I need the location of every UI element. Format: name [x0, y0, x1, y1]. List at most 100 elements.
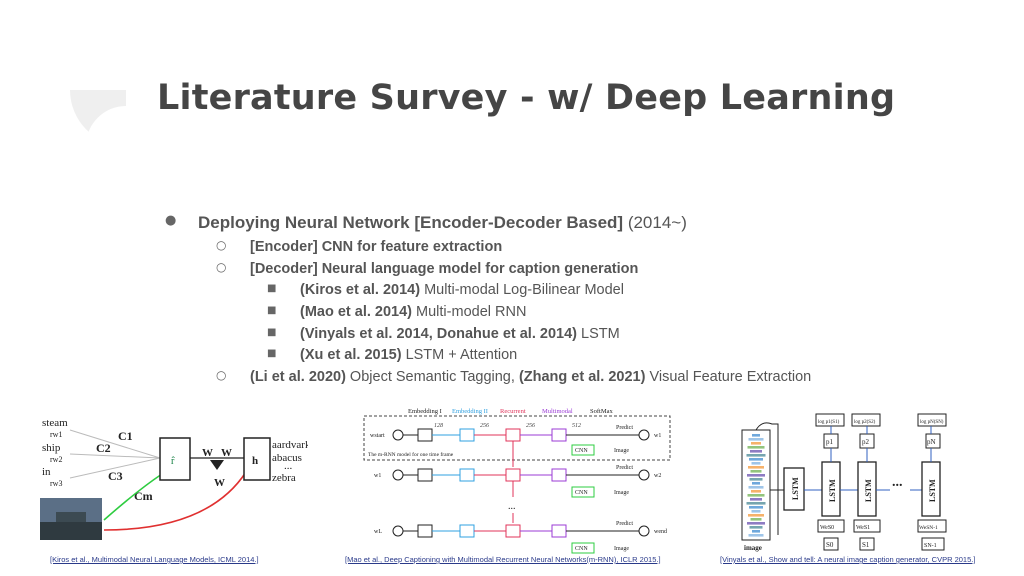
bullet-1-3-rest-2: Visual Feature Extraction	[645, 369, 812, 385]
cnn-feature-stripe	[750, 518, 762, 521]
p-label: p1	[826, 438, 834, 446]
bullet-1-2-2: (Mao et al. 2014) Multi-model RNN	[300, 304, 526, 320]
bullet-1-1: [Encoder] CNN for feature extraction	[250, 239, 502, 255]
input-word: w1	[374, 473, 381, 479]
predict-label: Predict	[616, 425, 633, 431]
output-word: w1	[654, 433, 661, 439]
c-label: C3	[108, 469, 123, 483]
bullet-1-3: (Li et al. 2020) Object Semantic Tagging…	[250, 369, 811, 385]
mrnn-row: w1 Predict w2 CNN Image	[374, 465, 661, 498]
predict-label: Predict	[616, 521, 633, 527]
p-label: pN	[927, 438, 936, 446]
bullet-1-3-bold-1: (Li et al. 2020)	[250, 369, 346, 385]
one-time-frame-box	[363, 415, 671, 461]
word-vector-label: rw2	[50, 455, 62, 464]
log-prob-label: log p1(S1)	[818, 420, 840, 425]
r-hat-box	[159, 437, 191, 481]
predict-label: Predict	[616, 465, 633, 471]
c-label: Cm	[134, 489, 153, 503]
cnn-feature-stripe	[751, 462, 761, 465]
legend-label: Recurrent	[500, 408, 526, 415]
cnn-feature-stripe	[752, 530, 760, 533]
bullet-marker: ○	[216, 368, 227, 382]
cnn-label: CNN	[575, 490, 588, 496]
input-word: wstart	[370, 433, 385, 439]
cnn-label: CNN	[575, 448, 588, 454]
bullet-1-rest: (2014~)	[623, 213, 687, 232]
legend-label: SoftMax	[590, 408, 614, 415]
bullet-1-bold: Deploying Neural Network [Encoder-Decode…	[198, 213, 624, 232]
cnn-feature-stripe	[751, 510, 761, 513]
dim-label: 256	[526, 423, 535, 429]
bullet-1-2-1: (Kiros et al. 2014) Multi-modal Log-Bili…	[300, 282, 624, 298]
bullet-1-2-1-bold: (Kiros et al. 2014)	[300, 282, 421, 298]
lstm-column: log pN(SN) pN LSTM WeSN-1 SN-1	[917, 413, 947, 551]
we-label: WeS1	[856, 525, 870, 531]
cnn-feature-stripe	[747, 494, 765, 497]
c-label: C1	[118, 429, 133, 443]
output-word: w2	[654, 473, 661, 479]
log-prob-label: log pN(SN)	[920, 420, 944, 425]
w-fh-label: W	[221, 447, 232, 459]
bullet-1-2-1-rest: Multi-modal Log-Bilinear Model	[420, 282, 624, 298]
cnn-feature-stripe	[746, 502, 766, 505]
vocab-word: abacus	[272, 452, 302, 464]
bullet-1-3-bold-2: (Zhang et al. 2021)	[518, 369, 646, 385]
figure-1-caption[interactable]: [Kiros et al., Multimodal Neural Languag…	[50, 555, 259, 564]
image-label: Image	[614, 490, 629, 496]
figure-show-and-tell-model: image LSTM log p1(S1) p1 LSTM WeS0 S0 lo…	[741, 413, 947, 552]
w-fx-label: W	[214, 477, 225, 489]
bullet-1-2-bold: [Decoder] Neural language model for capt…	[250, 261, 639, 277]
cnn-feature-stripe	[748, 514, 764, 517]
bullet-1-2-3: (Vinyals et al. 2014, Donahue et al. 201…	[300, 326, 620, 342]
legend-label: Multimodal	[542, 408, 573, 415]
bullet-marker: ■	[267, 305, 277, 316]
bullet-1-2-4-rest: LSTM + Attention	[401, 347, 518, 363]
bullet-1-2: [Decoder] Neural language model for capt…	[250, 261, 638, 277]
cnn-feature-stripe	[750, 498, 762, 501]
input-word: wL	[374, 529, 382, 535]
bullet-marker: ○	[216, 260, 227, 274]
cnn-feature-stripe	[752, 482, 760, 485]
slide-title: Literature Survey - w/ Deep Learning	[157, 78, 896, 118]
we-label: WeSN-1	[919, 525, 938, 531]
lstm-column: log p1(S1) p1 LSTM WeS0 S0	[815, 413, 845, 551]
vocab-word: ...	[284, 460, 293, 472]
word-vector-label: rw3	[50, 479, 62, 488]
bullet-marker: ■	[267, 327, 277, 338]
bullet-1-2-4-bold: (Xu et al. 2015)	[300, 347, 402, 363]
lstm-label: LSTM	[864, 479, 873, 502]
bullet-1-2-2-rest: Multi-model RNN	[412, 304, 527, 320]
bullet-marker: ■	[267, 283, 277, 294]
image-label: Image	[614, 546, 629, 552]
cnn-feature-stripe	[748, 534, 764, 537]
lstm-column: log p2(S2) p2 LSTM WeS1 S1	[851, 413, 881, 551]
corner-decoration	[70, 90, 160, 160]
cnn-feature-stripe	[748, 486, 764, 489]
mrnn-row: wstart Predict w1 CNN Image	[370, 425, 661, 456]
cnn-feature-stripe	[751, 490, 761, 493]
s-label: SN-1	[924, 543, 937, 549]
figure-kiros-model: steam rw1 ship rw2 in rw3 C1 C2 C3 Cm r̂…	[40, 417, 308, 540]
word-label: ship	[42, 442, 61, 454]
output-word: wend	[654, 529, 667, 535]
dim-label: 256	[480, 423, 489, 429]
lstm-label: LSTM	[928, 479, 937, 502]
w-rhat-label: W	[202, 447, 213, 459]
lstm-label: LSTM	[828, 479, 837, 502]
bullet-marker: ■	[267, 348, 277, 359]
cnn-feature-stripe	[747, 446, 765, 449]
bullet-1: Deploying Neural Network [Encoder-Decode…	[198, 213, 687, 233]
image-input-label: image	[744, 544, 762, 552]
bullet-1-2-3-rest: LSTM	[576, 326, 620, 342]
figure-3-caption[interactable]: [Vinyals et al., Show and tell: A neural…	[720, 555, 976, 564]
bullet-1-2-4: (Xu et al. 2015) LSTM + Attention	[300, 347, 517, 363]
lstm-label: LSTM	[791, 477, 800, 500]
h-label: h	[252, 455, 258, 467]
cnn-label: CNN	[575, 546, 588, 552]
legend-label: Embedding I	[408, 408, 442, 415]
figure-2-caption[interactable]: [Mao et al., Deep Captioning with Multim…	[345, 555, 661, 564]
bullet-1-1-bold: [Encoder] CNN for feature extraction	[250, 239, 503, 255]
h-box	[243, 437, 271, 481]
s-label: S0	[826, 541, 834, 549]
